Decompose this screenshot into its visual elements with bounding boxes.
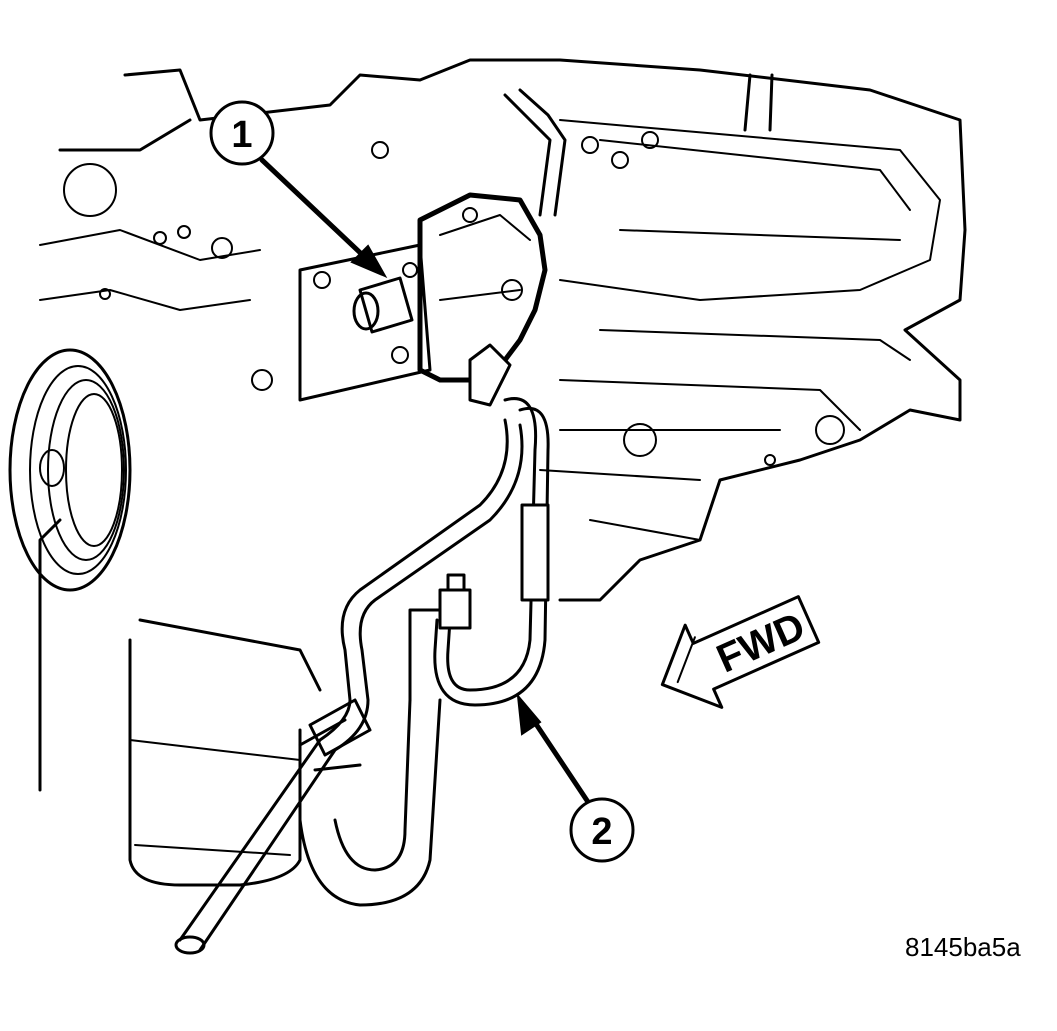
power-steering-pump	[251, 192, 548, 407]
engine-block	[38, 58, 967, 792]
callout-2-label: 2	[591, 811, 612, 853]
callout-2: 2	[516, 692, 635, 863]
upper-hoses	[503, 73, 774, 217]
callout-1: 1	[209, 100, 388, 279]
fwd-direction-arrow: FWD	[660, 595, 821, 709]
callout-1-label: 1	[231, 114, 252, 156]
oil-filter-assembly	[128, 608, 442, 907]
pressure-line	[433, 397, 550, 707]
figure-id: 8145ba5a	[905, 932, 1021, 962]
return-hose	[174, 418, 524, 955]
crankshaft-pulley	[8, 348, 132, 592]
